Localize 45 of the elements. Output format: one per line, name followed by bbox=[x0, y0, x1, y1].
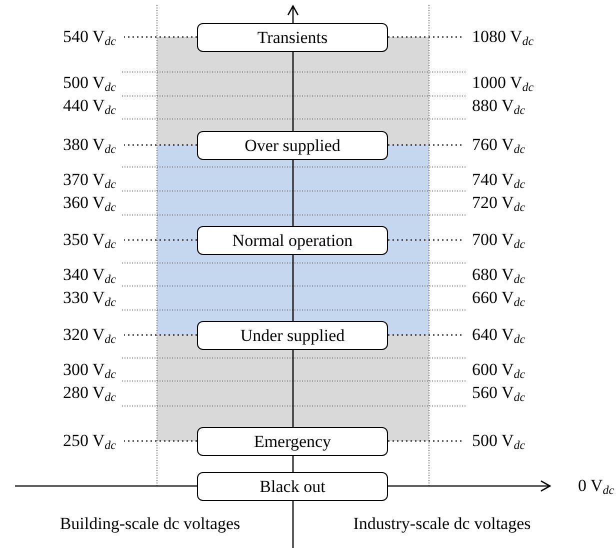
dotted-connector bbox=[388, 334, 464, 336]
dotted-connector bbox=[388, 36, 464, 38]
voltage-label: 440 V$_{dc}$ bbox=[62, 95, 117, 117]
state-box: Black out bbox=[197, 472, 388, 501]
voltage-label: 370 V$_{dc}$ bbox=[62, 169, 117, 191]
state-box: Over supplied bbox=[197, 131, 388, 160]
voltage-label: 320 V$_{dc}$ bbox=[62, 324, 124, 346]
voltage-label: 360 V$_{dc}$ bbox=[62, 192, 117, 214]
voltage-label: 350 V$_{dc}$ bbox=[62, 229, 124, 251]
voltage-label: 500 V$_{dc}$ bbox=[464, 430, 526, 452]
voltage-label: 280 V$_{dc}$ bbox=[62, 382, 117, 404]
state-box: Transients bbox=[197, 23, 388, 52]
voltage-label: 560 V$_{dc}$ bbox=[471, 382, 526, 404]
axis-label: Building-scale dc voltages bbox=[58, 513, 242, 535]
voltage-label: 1000 V$_{dc}$ bbox=[471, 72, 534, 94]
dotted-connector bbox=[124, 440, 197, 442]
voltage-label: 300 V$_{dc}$ bbox=[62, 359, 117, 381]
voltage-label: 880 V$_{dc}$ bbox=[471, 95, 526, 117]
voltage-label: 380 V$_{dc}$ bbox=[62, 134, 124, 156]
voltage-label: 720 V$_{dc}$ bbox=[471, 192, 526, 214]
voltage-label: 1080 V$_{dc}$ bbox=[464, 26, 534, 48]
dotted-connector bbox=[124, 334, 197, 336]
dotted-connector bbox=[388, 440, 464, 442]
voltage-label: 700 V$_{dc}$ bbox=[464, 229, 526, 251]
voltage-label: 500 V$_{dc}$ bbox=[62, 72, 117, 94]
voltage-label: 660 V$_{dc}$ bbox=[471, 287, 526, 309]
voltage-label: 330 V$_{dc}$ bbox=[62, 287, 117, 309]
voltage-label: 640 V$_{dc}$ bbox=[464, 324, 526, 346]
voltage-label: 680 V$_{dc}$ bbox=[471, 264, 526, 286]
state-box: Emergency bbox=[197, 427, 388, 456]
axis-label: Industry-scale dc voltages bbox=[352, 513, 532, 535]
voltage-label: 740 V$_{dc}$ bbox=[471, 169, 526, 191]
voltage-label: 600 V$_{dc}$ bbox=[471, 359, 526, 381]
voltage-label: 340 V$_{dc}$ bbox=[62, 264, 117, 286]
dotted-connector bbox=[124, 144, 197, 146]
state-box: Normal operation bbox=[197, 226, 388, 255]
dotted-connector bbox=[388, 239, 464, 241]
voltage-label: 250 V$_{dc}$ bbox=[62, 430, 124, 452]
voltage-label: 0 V$_{dc}$ bbox=[578, 475, 614, 497]
dotted-connector bbox=[124, 36, 197, 38]
voltage-label: 760 V$_{dc}$ bbox=[464, 134, 526, 156]
state-box: Under supplied bbox=[197, 321, 388, 350]
dotted-connector bbox=[124, 239, 197, 241]
voltage-label: 540 V$_{dc}$ bbox=[62, 26, 124, 48]
dotted-connector bbox=[388, 144, 464, 146]
